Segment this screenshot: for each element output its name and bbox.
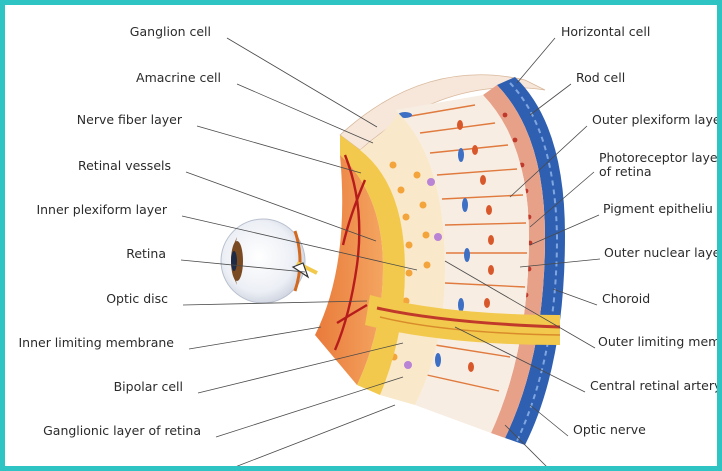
label-outer-plexiform-layer: Outer plexiform laye [592, 112, 721, 127]
label-ganglion-cell: Ganglion cell [129, 24, 211, 39]
label-ganglionic-layer: Ganglionic layer of retina [43, 423, 201, 438]
leader-lines [180, 37, 601, 466]
label-rod-cell: Rod cell [576, 70, 626, 85]
label-retinal-vessels: Retinal vessels [77, 158, 171, 173]
label-retina: Retina [126, 246, 166, 261]
photoreceptor-region [395, 95, 529, 433]
label-optic-disc: Optic disc [106, 291, 168, 306]
label-nerve-fiber-layer: Nerve fiber layer [76, 112, 182, 127]
optic-disc-face [315, 155, 383, 385]
label-amacrine-cell: Amacrine cell [136, 70, 221, 85]
retina-block [315, 74, 565, 445]
central-retinal-artery [376, 306, 561, 329]
retina-illustration [180, 37, 601, 466]
label-pigment-epithelium: Pigment epitheliu [603, 201, 713, 216]
label-bipolar-cell: Bipolar cell [113, 379, 183, 394]
label-outer-nuclear-layer: Outer nuclear laye [604, 245, 721, 260]
label-photoreceptor-layer: Photoreceptor laye of retina [599, 150, 718, 179]
label-optic-nerve: Optic nerve [573, 422, 646, 437]
label-choroid: Choroid [602, 291, 651, 306]
eyeball-inset [220, 218, 318, 304]
choroid-band [497, 77, 565, 445]
label-outer-limiting-membrane: Outer limiting mem [598, 334, 721, 349]
label-horizontal-cell: Horizontal cell [561, 24, 651, 39]
label-inner-plexiform-layer: Inner plexiform layer [36, 202, 167, 217]
label-inner-limiting-membrane: Inner limiting membrane [18, 335, 174, 350]
label-central-retinal-artery: Central retinal artery [590, 378, 722, 393]
pigment-band [483, 85, 545, 438]
